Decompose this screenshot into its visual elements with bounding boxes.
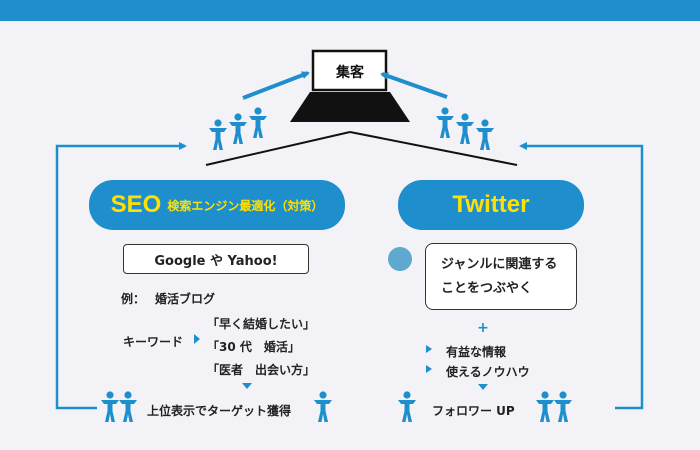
top-bar — [0, 0, 700, 21]
twitter-result: フォロワー UP — [432, 404, 515, 418]
hub-label: 集客 — [336, 65, 364, 81]
triangle-bullet-icon — [242, 383, 252, 389]
laptop-icon — [290, 49, 410, 122]
triangle-bullet-icon — [426, 365, 432, 373]
twitter-pill: Twitter — [398, 180, 584, 230]
avatar-dot — [388, 247, 412, 271]
triangle-bullet-icon — [478, 384, 488, 390]
example-value: 婚活ブログ — [155, 292, 216, 306]
triangle-bullet-icon — [194, 334, 200, 344]
example-label: 例： — [121, 292, 146, 306]
seo-loop-line — [55, 142, 187, 410]
twitter-loop-line — [519, 142, 644, 410]
benefit-item: 有益な情報 — [446, 345, 507, 359]
people-group-icon — [101, 391, 137, 422]
search-engines-box: Google や Yahoo! — [123, 244, 309, 274]
plus-icon: + — [477, 320, 489, 336]
arrow-icon — [242, 71, 310, 100]
arrow-icon — [380, 72, 448, 99]
split-lines — [205, 131, 518, 166]
people-group-icon — [209, 107, 267, 150]
svg-text:+: + — [477, 320, 489, 336]
seo-title: SEO — [110, 191, 162, 218]
seo-subtitle: 検索エンジン最適化（対策） — [167, 198, 324, 213]
tweet-line: ジャンルに関連する — [441, 256, 558, 272]
tweet-line: ことをつぶやく — [441, 280, 533, 296]
people-group-icon — [536, 391, 572, 422]
person-icon — [314, 391, 332, 422]
keyword-item: 「30 代 婚活」 — [207, 340, 300, 354]
seo-pill: SEO 検索エンジン最適化（対策） — [89, 180, 345, 230]
keyword-item: 「医者 出会い方」 — [207, 363, 316, 377]
benefit-item: 使えるノウハウ — [446, 365, 530, 379]
tweet-box: ジャンルに関連する ことをつぶやく — [425, 243, 577, 310]
keyword-label: キーワード — [123, 335, 184, 349]
triangle-bullet-icon — [426, 345, 432, 353]
seo-result: 上位表示でターゲット獲得 — [147, 404, 292, 418]
person-icon — [398, 391, 416, 422]
people-group-icon — [436, 107, 494, 150]
keyword-item: 「早く結婚したい」 — [207, 317, 316, 331]
